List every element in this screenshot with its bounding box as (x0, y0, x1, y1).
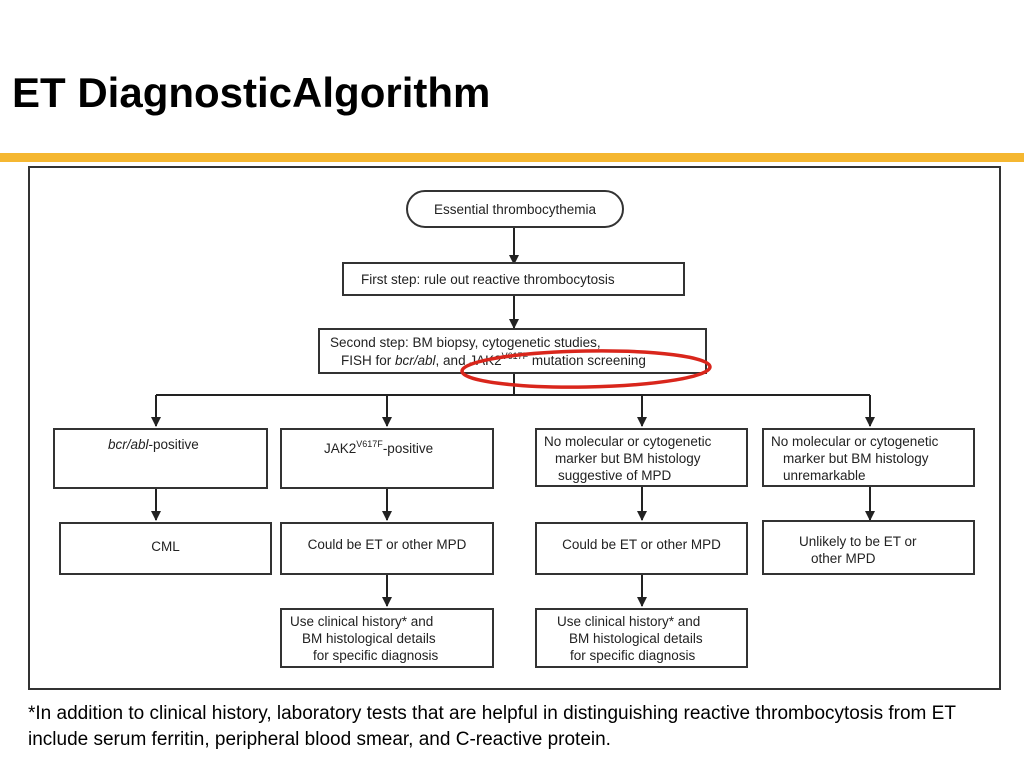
text-segment: -positive (382, 441, 434, 456)
node-second-step: Second step: BM biopsy, cytogenetic stud… (318, 328, 707, 374)
node-label-line2: marker but BM histology (783, 451, 929, 466)
node-jak2-positive: JAK2V617F-positive (280, 428, 494, 489)
node-label: First step: rule out reactive thrombocyt… (361, 272, 615, 287)
node-label: Essential thrombocythemia (433, 202, 597, 217)
superscript: V617F (356, 438, 383, 449)
text-segment: FISH for (341, 353, 396, 368)
node-could-be-et-branch2: Could be ET or other MPD (280, 522, 494, 575)
node-label-line2: FISH for bcr/abl, and JAK2V617F mutation… (341, 350, 646, 369)
text-segment: -positive (148, 437, 199, 452)
node-cml: CML (59, 522, 272, 575)
node-no-marker-suggestive: No molecular or cytogenetic marker but B… (535, 428, 748, 487)
text-segment: mutation screening (528, 353, 646, 368)
node-label-line3: unremarkable (783, 468, 866, 483)
node-essential-thrombocythemia: Essential thrombocythemia (406, 190, 624, 228)
node-label: Could be ET or other MPD (307, 537, 467, 552)
node-label: CML (151, 539, 180, 554)
node-label: JAK2V617F-positive (324, 438, 434, 457)
node-label-line3: for specific diagnosis (570, 648, 696, 663)
text-segment-italic: bcr/abl (395, 353, 436, 368)
node-followup-branch3: Use clinical history* and BM histologica… (535, 608, 748, 668)
node-label-line1: Use clinical history* and (290, 614, 434, 629)
node-no-marker-unremarkable: No molecular or cytogenetic marker but B… (762, 428, 975, 487)
superscript: V617F (501, 350, 529, 361)
node-label-line1: Unlikely to be ET or (799, 534, 917, 549)
node-unlikely-et: Unlikely to be ET or other MPD (762, 520, 975, 575)
node-label-line3: for specific diagnosis (313, 648, 439, 663)
node-first-step: First step: rule out reactive thrombocyt… (342, 262, 685, 296)
node-label: bcr/abl-positive (108, 436, 199, 453)
accent-bar (0, 153, 1024, 162)
node-label-line1: Second step: BM biopsy, cytogenetic stud… (330, 335, 601, 350)
node-label-line3: suggestive of MPD (558, 468, 672, 483)
node-label-line2: BM histological details (302, 631, 436, 646)
text-segment: , and JAK2 (435, 353, 502, 368)
node-label-line2: marker but BM histology (555, 451, 701, 466)
slide-title: ET DiagnosticAlgorithm (12, 69, 491, 116)
flowchart-frame (28, 166, 1001, 690)
node-label-line1: No molecular or cytogenetic (544, 434, 712, 449)
node-label-line2: BM histological details (569, 631, 703, 646)
text-segment: JAK2 (324, 441, 357, 456)
node-label-line1: Use clinical history* and (557, 614, 701, 629)
footnote: *In addition to clinical history, labora… (28, 703, 956, 750)
node-bcr-abl-positive: bcr/abl-positive (53, 428, 268, 489)
text-segment-italic: bcr/abl (108, 437, 149, 452)
node-label-line2: other MPD (811, 551, 876, 566)
node-label-line1: No molecular or cytogenetic (771, 434, 939, 449)
node-label: Could be ET or other MPD (562, 537, 721, 552)
node-followup-branch2: Use clinical history* and BM histologica… (280, 608, 494, 668)
node-could-be-et-branch3: Could be ET or other MPD (535, 522, 748, 575)
